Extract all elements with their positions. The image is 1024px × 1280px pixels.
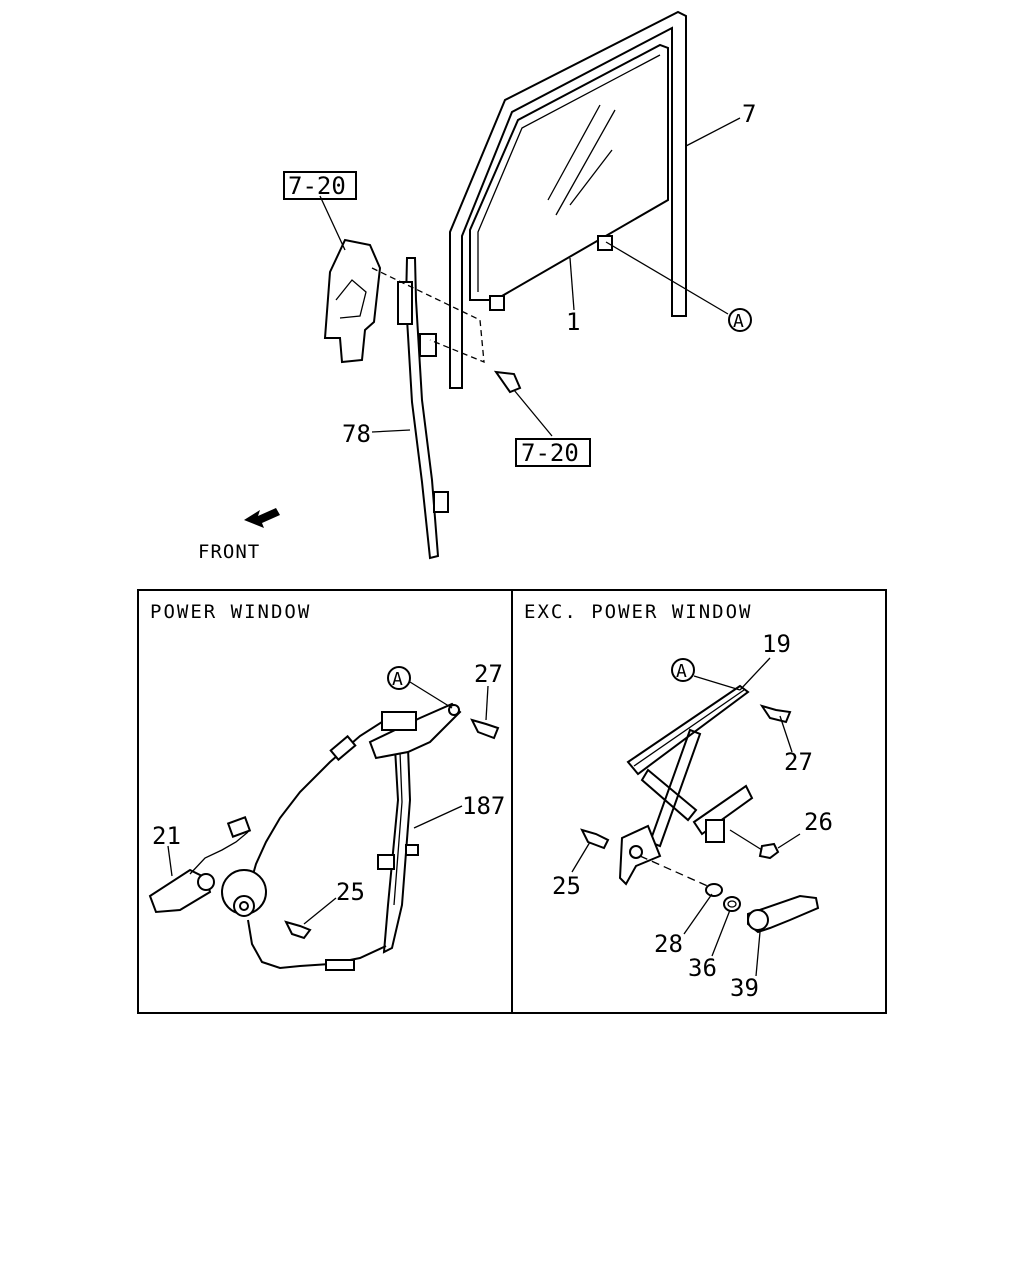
leader-line	[413, 805, 463, 829]
callout-27-manual: 27	[784, 748, 813, 776]
rail-clip	[377, 854, 395, 870]
callout-28: 28	[654, 930, 683, 958]
manual-window-title: EXC. POWER WINDOW	[524, 601, 752, 623]
bolt-25-manual	[580, 828, 610, 850]
power-window-title: POWER WINDOW	[150, 601, 311, 623]
regulator-arm	[648, 728, 702, 848]
channel-bracket	[323, 238, 382, 364]
callout-39: 39	[730, 974, 759, 1002]
callout-25-manual: 25	[552, 872, 581, 900]
spring-36	[723, 896, 741, 912]
leader-line	[693, 675, 741, 691]
leader-line	[303, 897, 337, 925]
callout-box-7-20-upper	[283, 171, 357, 200]
run-channel-bracket	[419, 333, 437, 357]
window-glass	[469, 43, 669, 301]
glass-clip	[597, 235, 613, 251]
manual-reference-a-label: A	[676, 661, 687, 682]
rail-clip	[405, 844, 419, 856]
leader-line	[569, 257, 575, 311]
motor-connector	[226, 816, 252, 838]
callout-78: 78	[342, 420, 371, 448]
glass-channel-frame	[449, 10, 687, 389]
callout-1: 1	[566, 308, 580, 336]
power-reference-a-label: A	[392, 669, 403, 690]
callout-27-power: 27	[474, 660, 503, 688]
bolt-25	[284, 920, 312, 940]
assembly-line	[371, 267, 485, 364]
power-window-panel: POWER WINDOW	[148, 601, 500, 971]
leader-line	[513, 389, 553, 437]
assembly-axis	[639, 855, 713, 889]
motor-harness	[189, 831, 249, 875]
leader-line	[683, 893, 713, 935]
reference-circle-a	[728, 308, 752, 332]
reference-a-label: A	[733, 311, 744, 332]
leader-line	[711, 909, 731, 957]
leader-line	[571, 841, 591, 873]
leader-line	[755, 931, 761, 977]
leader-line	[739, 657, 771, 691]
power-reference-circle-a	[387, 666, 411, 690]
leader-line	[319, 195, 346, 251]
callout-7-20-upper: 7-20	[288, 172, 346, 200]
leader-line	[685, 117, 741, 147]
glass-reflection	[547, 104, 616, 216]
front-label: FRONT	[198, 541, 260, 563]
callout-7: 7	[742, 100, 756, 128]
manual-window-panel: EXC. POWER WINDOW	[524, 601, 820, 977]
leader-line	[371, 429, 411, 433]
leader-line	[779, 715, 793, 753]
regulator-arm	[640, 768, 698, 822]
run-channel	[404, 257, 440, 560]
leader-line	[777, 833, 801, 849]
slider-block	[381, 711, 417, 731]
callout-box-7-20-lower	[515, 438, 591, 467]
manual-reference-circle-a	[671, 658, 695, 682]
callout-7-20-lower: 7-20	[521, 439, 579, 467]
run-channel-bracket	[397, 281, 413, 325]
regulator-rail	[382, 747, 412, 954]
callout-25-power: 25	[336, 878, 365, 906]
front-arrow-icon	[244, 508, 280, 528]
leader-line	[409, 681, 453, 709]
regulator-cable	[247, 919, 387, 970]
regulator-bracket	[705, 819, 725, 843]
callout-19: 19	[762, 630, 791, 658]
bolt-27-manual	[759, 704, 792, 724]
cable-sleeve	[325, 959, 355, 971]
door-glass-assembly	[319, 10, 741, 560]
regulator-cable	[251, 721, 383, 879]
glass-clip	[489, 295, 505, 311]
run-channel-bracket	[433, 491, 449, 513]
window-motor	[148, 868, 212, 914]
leader-line	[167, 845, 173, 877]
callout-36: 36	[688, 954, 717, 982]
cable-sleeve	[329, 734, 357, 762]
callout-21: 21	[152, 822, 181, 850]
leader-line	[485, 685, 489, 721]
callout-187: 187	[462, 792, 505, 820]
bolt-27	[470, 718, 500, 740]
callout-26: 26	[804, 808, 833, 836]
leader-line	[605, 241, 729, 315]
mounting-bolt	[493, 370, 522, 394]
washer-28	[705, 883, 723, 897]
nut-26	[758, 842, 780, 860]
